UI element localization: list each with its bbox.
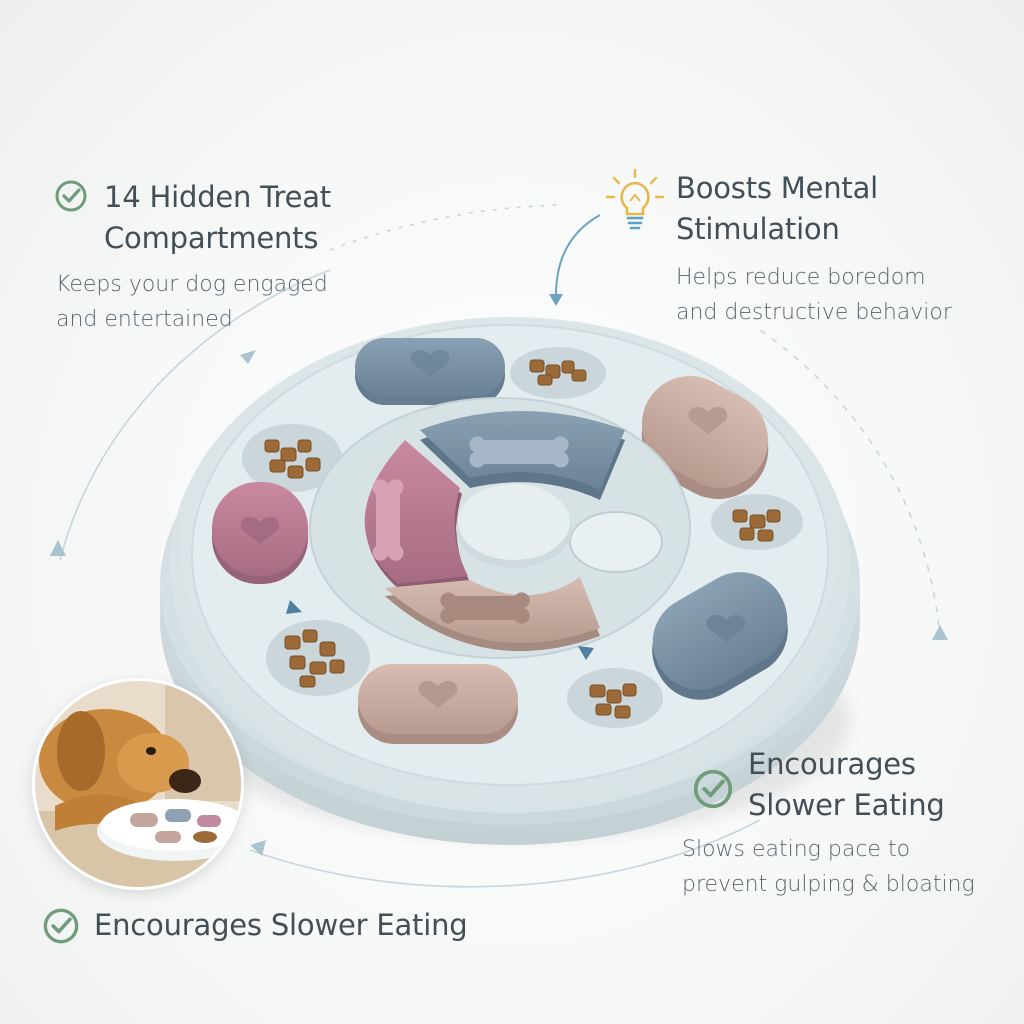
- rotate-arrow-icon: [578, 646, 594, 660]
- feature-title-line: Compartments: [104, 221, 319, 255]
- feature-description-line: Helps reduce boredom: [676, 265, 926, 290]
- check-circle-icon: [693, 769, 733, 809]
- rotating-segment-pink: [364, 440, 470, 590]
- feature-title-line: 14 Hidden Treat: [104, 180, 331, 214]
- rotate-arrow-icon: [286, 600, 302, 614]
- lightbulb-icon: [605, 168, 665, 230]
- arrow-icon: [50, 350, 948, 856]
- slider-cover-blue: [355, 338, 505, 405]
- feature-description-line: Keeps your dog engaged: [56, 272, 328, 297]
- feature-title-line: Encourages: [748, 747, 916, 781]
- arrow-head-icon: [549, 294, 563, 306]
- slider-cover-pink: [212, 482, 308, 584]
- feature-title-line: Slower Eating: [748, 788, 945, 822]
- feature-slower-eating-bottom: Encourages Slower Eating: [43, 905, 554, 946]
- kibble: [264, 359, 781, 719]
- feature-title-line: Boosts Mental: [676, 171, 879, 205]
- orbit-arc: [59, 204, 941, 888]
- curved-arrow-icon: [554, 214, 601, 299]
- feature-description-line: prevent gulping & bloating: [682, 872, 975, 897]
- dog-illustration: [35, 681, 241, 887]
- feature-slower-eating: Encourages Slower Eating Slows eating pa…: [682, 744, 1008, 897]
- feature-mental-stimulation: Boosts Mental Stimulation Helps reduce b…: [605, 168, 1006, 330]
- dog-photo: [32, 678, 244, 890]
- feature-description: Helps reduce boredom and destructive beh…: [676, 260, 1006, 330]
- feature-description: Keeps your dog engaged and entertained: [56, 267, 376, 337]
- feature-title: Encourages Slower Eating: [94, 908, 468, 942]
- slider-cover-tan: [641, 376, 769, 500]
- feature-title: 14 Hidden Treat Compartments: [104, 177, 404, 259]
- center-hub-top: [458, 484, 570, 560]
- feature-description-line: and entertained: [56, 307, 233, 332]
- slider-cover-blue-right: [652, 572, 788, 700]
- feature-treat-compartments: 14 Hidden Treat Compartments Keeps your …: [55, 177, 404, 332]
- rotating-segment-tan: [385, 577, 600, 652]
- rotating-segment-blue: [420, 411, 625, 500]
- feature-title: Boosts Mental Stimulation: [676, 168, 1006, 250]
- feature-title-line: Stimulation: [676, 212, 840, 246]
- feature-title: Encourages Slower Eating: [748, 744, 1008, 826]
- feature-description: Slows eating pace to prevent gulping & b…: [682, 832, 1022, 902]
- feature-description-line: Slows eating pace to: [682, 837, 911, 862]
- check-circle-icon: [55, 180, 87, 212]
- inner-well: [569, 511, 663, 573]
- feature-description-line: and destructive behavior: [676, 300, 952, 325]
- check-circle-icon: [43, 908, 79, 944]
- slider-cover-tan-bottom: [358, 664, 518, 744]
